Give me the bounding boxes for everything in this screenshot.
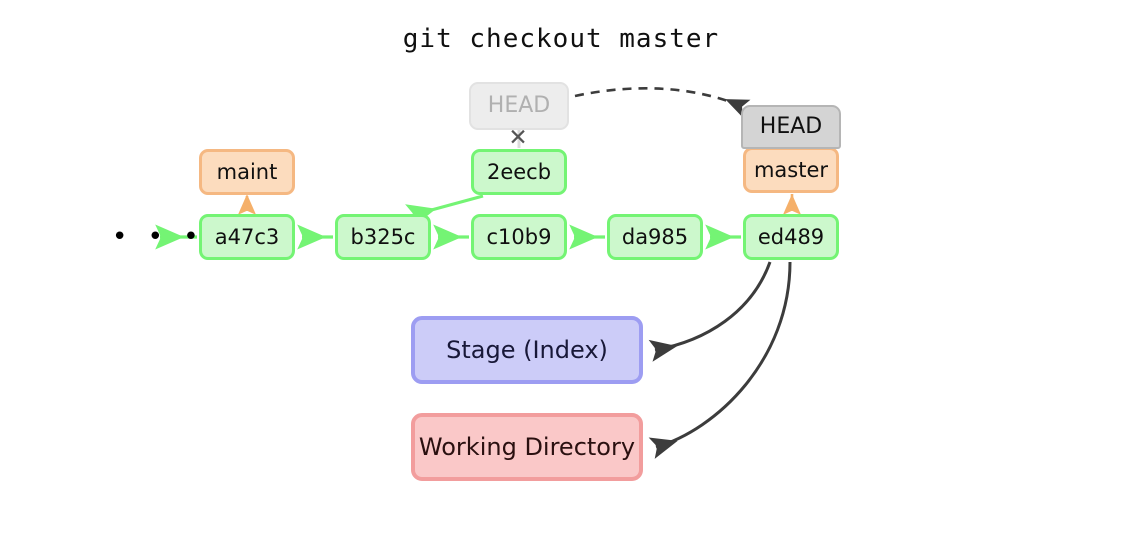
commit-history-ellipsis: • • • <box>112 222 205 252</box>
commit-node-ed489[interactable]: ed489 <box>743 214 839 260</box>
edge-ed489-working <box>648 261 792 459</box>
commit-node-c10b9[interactable]: c10b9 <box>471 214 567 260</box>
edge-2eecb-b325c <box>405 194 484 229</box>
commit-node-a47c3[interactable]: a47c3 <box>199 214 295 260</box>
edge-head-move-dashed <box>574 87 751 118</box>
branch-label-master[interactable]: master <box>743 147 839 193</box>
edge-ed489-stage <box>648 261 772 362</box>
detached-head-x-icon: ✕ <box>508 125 528 151</box>
page-title: git checkout master <box>402 24 720 54</box>
head-pointer-active[interactable]: HEAD <box>741 105 841 149</box>
commit-node-da985[interactable]: da985 <box>607 214 703 260</box>
working-directory-box[interactable]: Working Directory <box>411 413 643 481</box>
commit-node-b325c[interactable]: b325c <box>335 214 431 260</box>
stage-index-box[interactable]: Stage (Index) <box>411 316 643 384</box>
head-pointer-detached: HEAD <box>469 82 569 130</box>
commit-node-2eecb[interactable]: 2eecb <box>471 149 567 195</box>
branch-label-maint[interactable]: maint <box>199 149 295 195</box>
